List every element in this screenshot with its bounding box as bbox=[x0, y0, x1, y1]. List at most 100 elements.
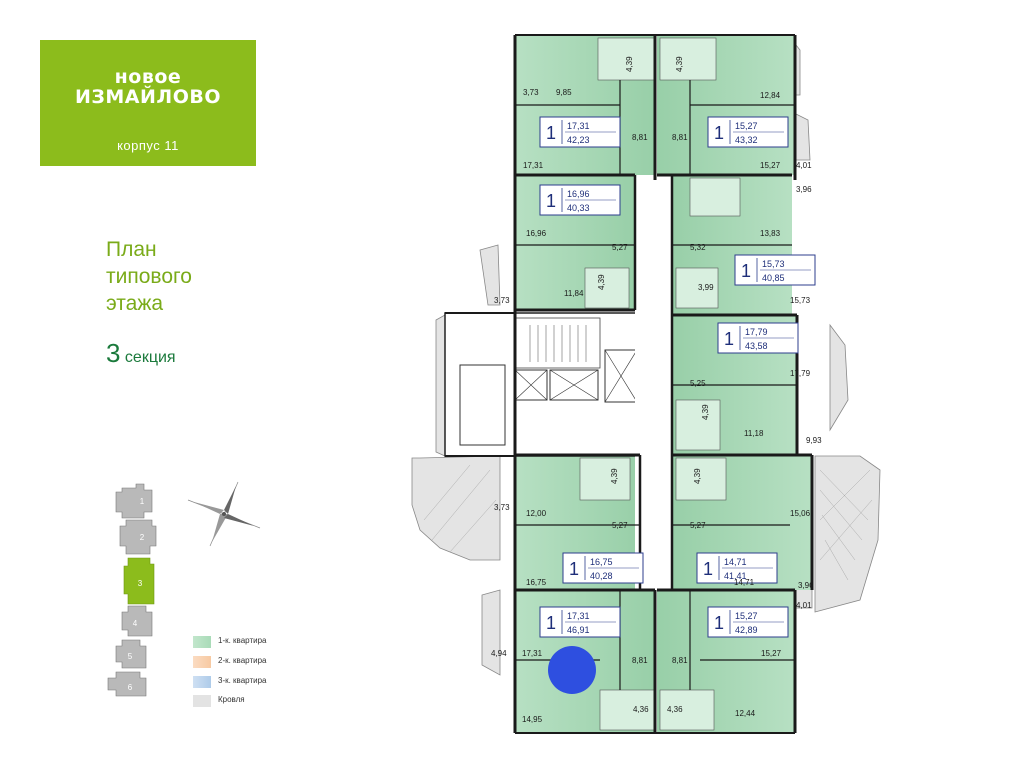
key-plan-section-6[interactable]: 6 bbox=[107, 671, 147, 697]
room-area-label: 9,93 bbox=[806, 436, 822, 445]
room-area-label: 14,95 bbox=[522, 715, 543, 724]
room-area-label: 4,39 bbox=[701, 404, 710, 420]
building-label: корпус 11 bbox=[117, 138, 179, 153]
apartment-rooms: 1 bbox=[703, 559, 713, 579]
room-area-label: 3,99 bbox=[698, 283, 714, 292]
apartment-rooms: 1 bbox=[546, 191, 556, 211]
room-area-label: 3,73 bbox=[523, 88, 539, 97]
room-area-label: 5,27 bbox=[612, 521, 628, 530]
legend-label: 1-к. квартира bbox=[218, 636, 267, 645]
room-area-label: 8,81 bbox=[672, 133, 688, 142]
apartment-label[interactable]: 1 15,27 43,32 bbox=[707, 116, 789, 148]
room-area-label: 4,36 bbox=[667, 705, 683, 714]
room-area-label: 12,44 bbox=[735, 709, 756, 718]
room-area-label: 4,01 bbox=[796, 161, 812, 170]
apartment-living-area: 17,79 bbox=[745, 327, 768, 337]
room-area-label: 8,81 bbox=[632, 133, 648, 142]
apartment-living-area: 14,71 bbox=[724, 557, 747, 567]
apartment-rooms: 1 bbox=[741, 261, 751, 281]
room-area-label: 4,39 bbox=[597, 274, 606, 290]
room-area-label: 17,31 bbox=[522, 649, 543, 658]
apartment-label[interactable]: 1 17,79 43,58 bbox=[717, 322, 799, 354]
plan-title-line-2: типового bbox=[106, 265, 192, 288]
apartment-total-area: 42,89 bbox=[735, 625, 758, 635]
room-area-label: 3,73 bbox=[494, 296, 510, 305]
apartment-living-area: 17,31 bbox=[567, 611, 590, 621]
room-area-label: 9,85 bbox=[556, 88, 572, 97]
key-plan-label-1: 1 bbox=[140, 497, 145, 506]
room-area-label: 4,39 bbox=[693, 468, 702, 484]
plan-title-line-1: План bbox=[106, 238, 157, 261]
room-area-label: 3,96 bbox=[798, 581, 814, 590]
apartment-total-area: 40,28 bbox=[590, 571, 613, 581]
apartment-total-area: 46,91 bbox=[567, 625, 590, 635]
legend-swatch bbox=[193, 695, 211, 707]
room-area-label: 5,25 bbox=[690, 379, 706, 388]
apartment-rooms: 1 bbox=[546, 613, 556, 633]
room-area-label: 14,71 bbox=[734, 578, 755, 587]
key-plan-section-4[interactable]: 4 bbox=[121, 605, 153, 637]
apartment-total-area: 42,23 bbox=[567, 135, 590, 145]
section-number: 3 bbox=[106, 338, 121, 368]
room-area-label: 13,83 bbox=[760, 229, 781, 238]
apartment-label[interactable]: 1 17,31 46,91 bbox=[539, 606, 621, 638]
room-area-label: 4,94 bbox=[491, 649, 507, 658]
room-area-label: 11,18 bbox=[744, 429, 764, 438]
room-area-label: 15,06 bbox=[790, 509, 811, 518]
section-text: секция bbox=[124, 349, 176, 366]
key-plan-section-5[interactable]: 5 bbox=[115, 639, 147, 669]
key-plan: 1 2 3 4 5 6 bbox=[107, 483, 157, 697]
room-area-label: 4,39 bbox=[610, 468, 619, 484]
room-area-label: 17,31 bbox=[523, 161, 544, 170]
room-area-label: 11,84 bbox=[564, 289, 584, 298]
apartment-rooms: 1 bbox=[724, 329, 734, 349]
brand-logo: новое ИЗМАЙЛОВО корпус 11 bbox=[40, 40, 256, 166]
legend-label: 3-к. квартира bbox=[218, 676, 267, 685]
room-area-label: 8,81 bbox=[672, 656, 688, 665]
room-area-label: 16,96 bbox=[526, 229, 547, 238]
legend-swatch bbox=[193, 656, 211, 668]
key-plan-section-2[interactable]: 2 bbox=[119, 519, 157, 555]
room-area-label: 4,39 bbox=[675, 56, 684, 72]
legend-swatch bbox=[193, 636, 211, 648]
apartment-rooms: 1 bbox=[569, 559, 579, 579]
compass-rose-icon bbox=[187, 481, 261, 547]
logo-line-2: ИЗМАЙЛОВО bbox=[75, 86, 221, 108]
apartment-total-area: 40,33 bbox=[567, 203, 590, 213]
apartment-label[interactable]: 1 16,75 40,28 bbox=[562, 552, 644, 584]
apartment-rooms: 1 bbox=[714, 123, 724, 143]
selected-location-marker[interactable] bbox=[548, 646, 596, 694]
stair-elevator-core bbox=[444, 312, 658, 457]
plan-title-line-3: этажа bbox=[106, 292, 164, 315]
apartment-total-area: 41,41 bbox=[724, 571, 747, 581]
room-area-label: 17,79 bbox=[790, 369, 811, 378]
section-label: 3 секция bbox=[106, 338, 176, 369]
room-area-label: 4,36 bbox=[633, 705, 649, 714]
apartment-living-area: 15,27 bbox=[735, 121, 758, 131]
room-area-label: 4,01 bbox=[796, 601, 812, 610]
room-area-label: 12,00 bbox=[526, 509, 547, 518]
apartment-total-area: 43,58 bbox=[745, 341, 768, 351]
key-plan-label-2: 2 bbox=[140, 533, 145, 542]
legend-label: Кровля bbox=[218, 695, 245, 704]
walls bbox=[445, 34, 814, 734]
room-area-label: 5,27 bbox=[690, 521, 706, 530]
legend-label: 2-к. квартира bbox=[218, 656, 267, 665]
apartment-total-area: 43,32 bbox=[735, 135, 758, 145]
roof-hatching bbox=[423, 464, 873, 581]
logo-line-1: новое bbox=[114, 66, 182, 88]
apartment-living-area: 16,75 bbox=[590, 557, 613, 567]
room-area-label: 16,75 bbox=[526, 578, 547, 587]
apartment-living-area: 15,27 bbox=[735, 611, 758, 621]
room-area-label: 15,27 bbox=[761, 649, 782, 658]
key-plan-section-3-active[interactable]: 3 bbox=[123, 557, 155, 605]
key-plan-section-1[interactable]: 1 bbox=[115, 483, 153, 519]
